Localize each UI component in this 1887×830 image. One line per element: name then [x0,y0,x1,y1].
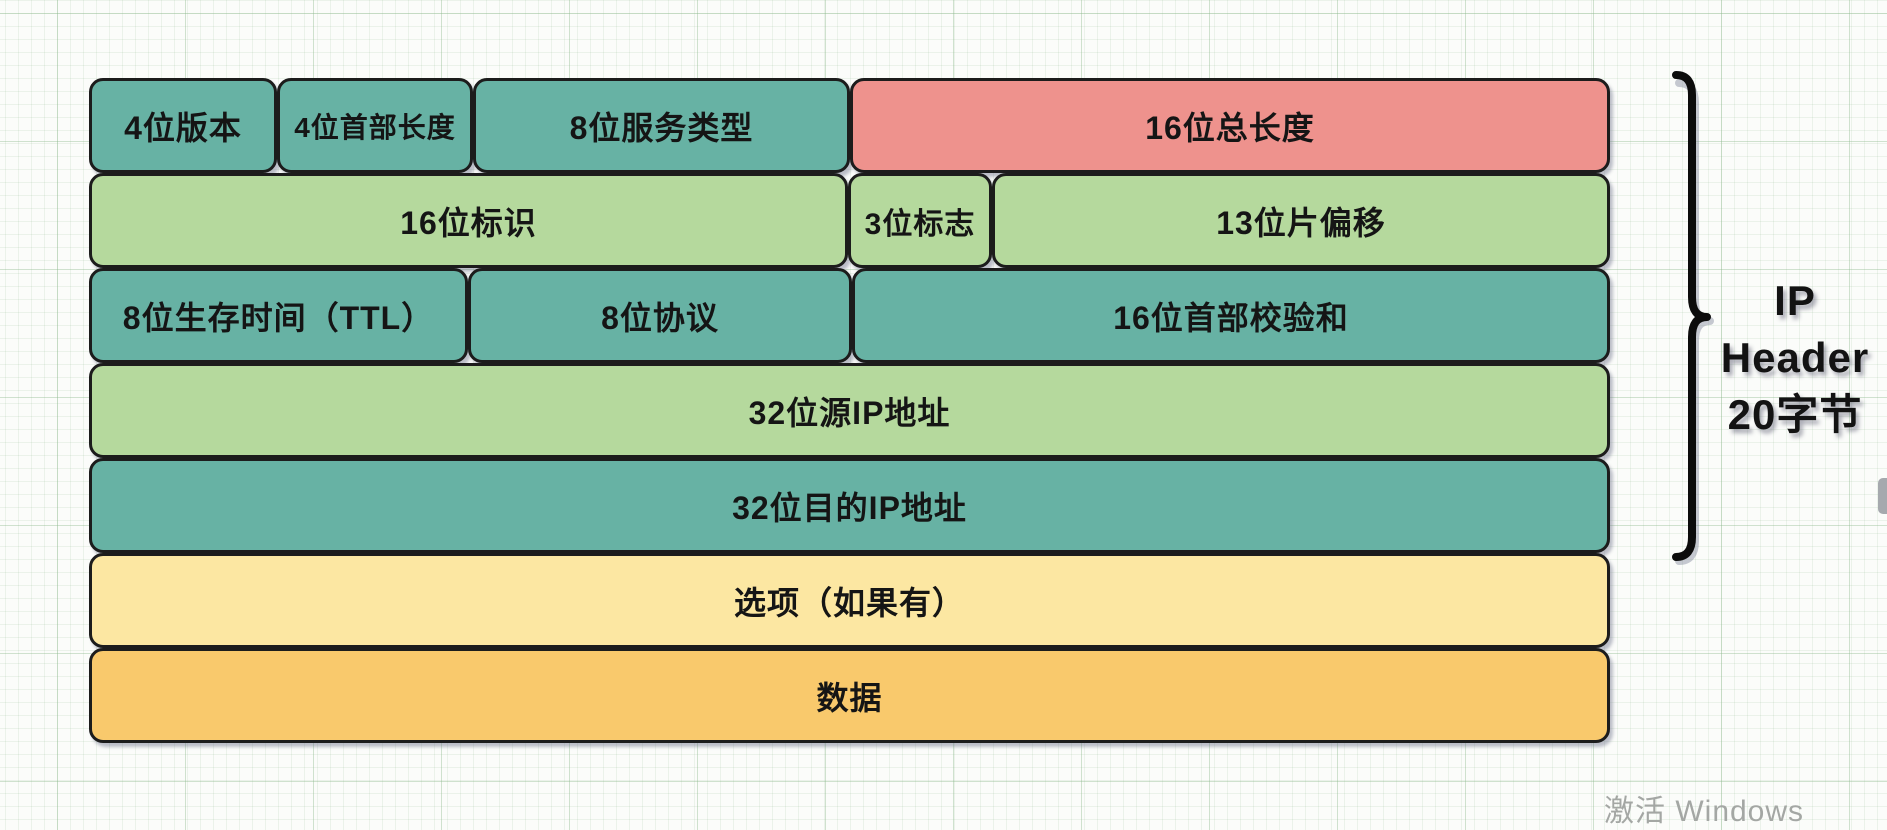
table-row-4: 32位源IP地址 [89,363,1610,458]
table-row-7: 数据 [89,648,1610,743]
table-row-5: 32位目的IP地址 [89,458,1610,553]
curly-brace-icon [1672,71,1714,565]
table-row-1: 4位版本 4位首部长度 8位服务类型 16位总长度 [89,78,1610,173]
field-fragment-offset: 13位片偏移 [992,173,1610,268]
annotation-line-3: 20字节 [1727,391,1863,438]
field-header-length: 4位首部长度 [277,78,473,173]
field-header-checksum: 16位首部校验和 [852,268,1610,363]
field-version: 4位版本 [89,78,277,173]
field-source-ip: 32位源IP地址 [89,363,1610,458]
annotation-line-2: Header [1720,334,1870,381]
activate-windows-watermark: 激活 Windows [1604,795,1805,828]
field-identification: 16位标识 [89,173,848,268]
field-total-length: 16位总长度 [850,78,1610,173]
field-service-type: 8位服务类型 [473,78,850,173]
table-row-6: 选项（如果有） [89,553,1610,648]
table-row-2: 16位标识 3位标志 13位片偏移 [89,173,1610,268]
table-row-3: 8位生存时间（TTL） 8位协议 16位首部校验和 [89,268,1610,363]
ip-header-table: 4位版本 4位首部长度 8位服务类型 16位总长度 16位标识 3位标志 13位… [89,78,1610,743]
field-protocol: 8位协议 [468,268,852,363]
ip-header-annotation: IP Header 20字节 [1703,272,1887,443]
annotation-line-1: IP [1774,277,1816,324]
field-flags: 3位标志 [848,173,992,268]
field-data: 数据 [89,648,1610,743]
field-destination-ip: 32位目的IP地址 [89,458,1610,553]
field-options: 选项（如果有） [89,553,1610,648]
field-ttl: 8位生存时间（TTL） [89,268,468,363]
vertical-scrollbar-thumb[interactable] [1878,478,1887,514]
